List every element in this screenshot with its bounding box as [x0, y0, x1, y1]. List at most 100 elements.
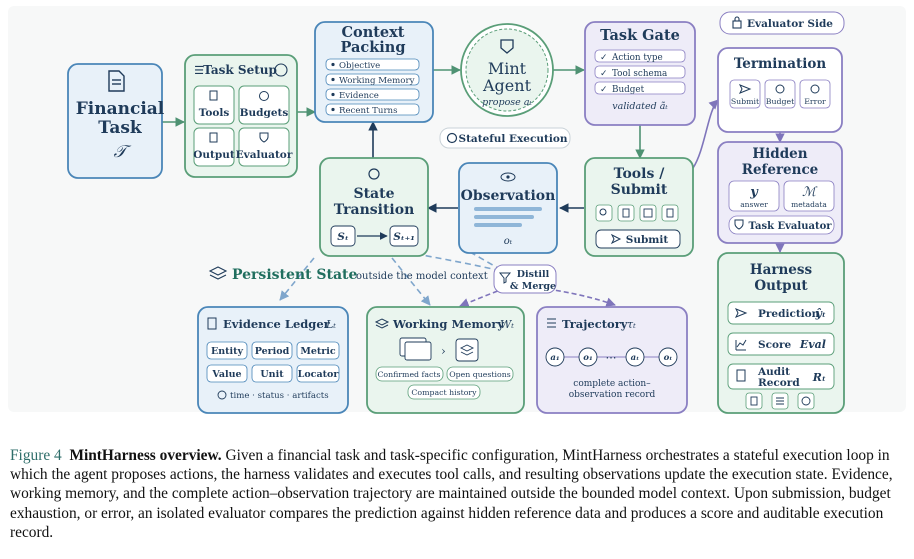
lock-icon [732, 20, 742, 29]
evidence-ledger-box: Evidence Ledger Lₜ Entity Period Metric … [197, 306, 349, 414]
evaluator-side-label: Evaluator Side [747, 18, 833, 30]
answer-symbol: y [749, 185, 759, 200]
context-item-recent-turns: Recent Turns [339, 106, 398, 116]
table-icon [643, 208, 653, 218]
ledger-field-metric: Metric [300, 346, 336, 357]
loop-icon [446, 132, 458, 144]
observation-box: Observation oₜ [458, 162, 558, 254]
task-setup-title: Task Setup [203, 63, 277, 77]
error-icon [810, 84, 820, 94]
context-items: Objective Working Memory Evidence Recent… [325, 58, 420, 116]
stateful-execution-label: Stateful Execution [458, 133, 567, 145]
persistent-state-title: Persistent State [232, 267, 358, 283]
evaluator-side-badge: Evaluator Side [719, 11, 845, 35]
termination-submit: Submit [731, 97, 760, 106]
output-icon [209, 132, 218, 143]
distill-label-2: & Merge [510, 281, 556, 292]
answer-label: answer [740, 200, 768, 209]
termination-title: Termination [734, 56, 827, 72]
check-icon: ✓ [600, 85, 608, 95]
ledger-icon [207, 317, 217, 330]
check-icon: ✓ [600, 69, 608, 79]
gate-item-tool-schema: Tool schema [612, 69, 667, 79]
trajectory-footer-1: complete action– [573, 379, 651, 389]
gate-item-action-type: Action type [611, 53, 663, 63]
distill-merge-badge: Distill & Merge [493, 264, 557, 294]
hidden-reference-title-2: Reference [742, 162, 819, 178]
financial-task-box: Financial Task 𝒯 [67, 63, 165, 179]
observation-title: Observation [461, 188, 556, 204]
minthharness-diagram: Financial Task 𝒯 ☰ Task Setup Tools Budg… [67, 11, 845, 414]
hidden-reference-title-1: Hidden [752, 146, 807, 162]
task-gate-title: Task Gate [600, 27, 680, 44]
harness-output-title-1: Harness [750, 262, 813, 278]
check-icon: ✓ [600, 53, 608, 63]
trajectory-node-ot: oₜ [664, 353, 673, 363]
context-item-objective: Objective [339, 61, 380, 71]
observation-symbol: oₜ [504, 236, 513, 247]
sliders-icon: ☰ [194, 64, 204, 77]
trajectory-node-o1: o₁ [583, 353, 592, 363]
mint-agent-circle: Mint Agent propose aₜ [460, 23, 554, 117]
evidence-ledger-title: Evidence Ledger [223, 317, 331, 331]
context-packing-title-1: Context [341, 24, 404, 41]
state-to: Sₜ₊₁ [393, 231, 415, 243]
mint-leaf-icon [500, 39, 514, 54]
memory-tag-compact: Compact history [411, 388, 477, 397]
figure-caption: Figure 4 MintHarness overview. Given a f… [10, 446, 908, 542]
connectors [162, 65, 785, 308]
shield-icon [734, 219, 744, 230]
send-icon [738, 84, 752, 94]
document-icon [622, 208, 630, 218]
state-transition-title-1: State [353, 186, 394, 202]
tools-submit-title-1: Tools / [614, 166, 666, 182]
hidden-reference-box: Hidden Reference y answer ℳ metadata Tas… [717, 141, 843, 244]
metadata-label: metadata [791, 200, 827, 209]
caption-text: Given a financial task and task-specific… [10, 447, 893, 541]
prediction-label: Prediction [758, 308, 820, 320]
caption-title: MintHarness overview. [69, 447, 222, 464]
setup-item-tools: Tools [199, 107, 230, 119]
task-gate-footer: validated ãₜ [612, 101, 668, 112]
setup-item-budgets: Budgets [240, 107, 289, 119]
submit-label: Submit [626, 234, 669, 246]
trajectory-node-a1: a₁ [550, 353, 559, 363]
send-icon [610, 233, 622, 245]
termination-error: Error [804, 97, 826, 106]
ledger-field-period: Period [255, 346, 290, 357]
clock-icon [217, 390, 227, 400]
setup-item-evaluator: Evaluator [236, 149, 293, 161]
score-symbol: Eval [799, 338, 826, 351]
evidence-ledger-footer: time · status · artifacts [230, 391, 329, 401]
audit-record-label-1: Audit [757, 366, 790, 378]
context-packing-box: Context Packing Objective Working Memory… [314, 21, 434, 123]
trajectory-box: Trajectory τₜ a₁ o₁ ⋯ aₜ oₜ complete act… [536, 306, 688, 414]
task-gate-box: Task Gate ✓ ✓ ✓ Action type Tool schema … [584, 21, 696, 126]
working-memory-box: Working Memory Wₜ › Confirmed facts Open… [366, 306, 525, 414]
prediction-symbol: ŷₜ [815, 307, 826, 320]
check-circle-icon [801, 396, 811, 406]
termination-box: Termination Submit Budget Error [717, 47, 843, 133]
mint-agent-title-1: Mint [488, 59, 527, 78]
task-evaluator-label: Task Evaluator [748, 221, 832, 232]
figure-number: Figure 4 [10, 447, 62, 464]
metadata-symbol: ℳ [802, 185, 818, 200]
clock-icon [775, 84, 785, 94]
filter-icon [498, 272, 512, 284]
mint-agent-subtitle: propose aₜ [482, 97, 532, 108]
send-icon [734, 308, 748, 318]
audit-record-symbol: Rₜ [812, 371, 826, 384]
financial-task-title-2: Task [98, 118, 143, 138]
clock-icon [259, 91, 269, 101]
trajectory-ellipsis: ⋯ [606, 351, 617, 364]
shield-icon [259, 132, 269, 143]
layers-icon [208, 266, 228, 280]
state-transition-title-2: Transition [334, 202, 415, 218]
trajectory-title: Trajectory [562, 317, 628, 331]
refresh-icon [368, 168, 380, 180]
list-icon [776, 397, 784, 405]
ledger-field-value: Value [211, 369, 241, 380]
context-item-evidence: Evidence [339, 91, 379, 101]
context-item-working-memory: Working Memory [339, 76, 415, 86]
ledger-field-entity: Entity [211, 346, 244, 357]
